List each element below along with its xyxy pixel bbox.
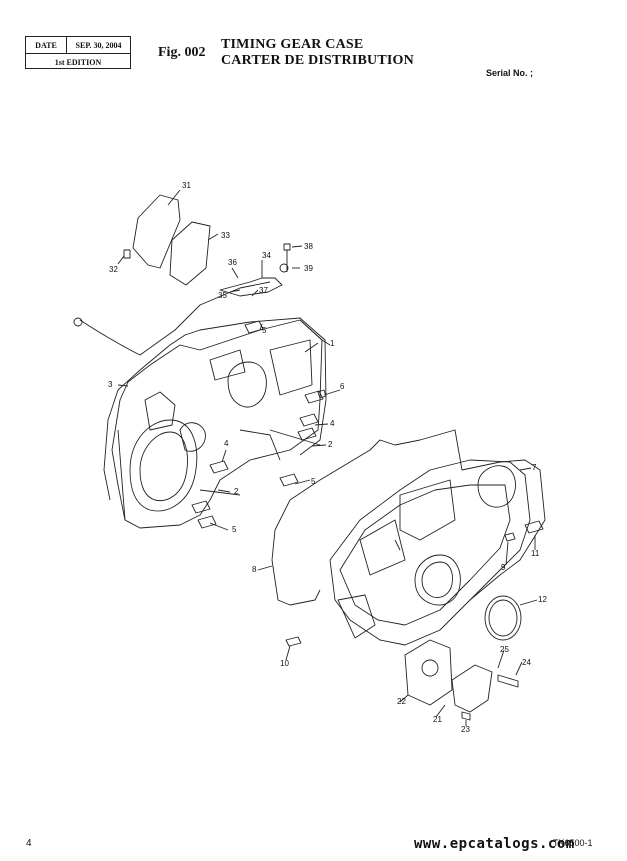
breather-pipe xyxy=(79,281,271,356)
callout-22: 22 xyxy=(397,697,406,706)
cover-plate-22 xyxy=(404,639,453,706)
callout-6: 6 xyxy=(340,382,345,391)
callout-2: 2 xyxy=(328,440,333,449)
rear-gear-case xyxy=(111,319,323,529)
gasket-33 xyxy=(169,221,211,286)
callout-23: 23 xyxy=(461,725,470,734)
page-title-english: TIMING GEAR CASE xyxy=(221,37,364,52)
callout-3: 3 xyxy=(108,380,113,389)
callout-39: 39 xyxy=(304,264,313,273)
date-row: DATE SEP. 30, 2004 xyxy=(26,37,130,54)
callout-25: 25 xyxy=(500,645,509,654)
cover-31 xyxy=(132,194,181,269)
part-callouts: 31 33 32 38 36 34 39 35 37 5 1 3 6 4 2 4… xyxy=(108,181,547,734)
callout-8: 8 xyxy=(252,565,257,574)
callout-1: 1 xyxy=(330,339,335,348)
figure-number: Fig. 002 xyxy=(158,45,206,60)
callout-11: 11 xyxy=(531,549,540,558)
front-gasket-8 xyxy=(271,429,546,606)
callout-33: 33 xyxy=(221,231,230,240)
page-title-french: CARTER DE DISTRIBUTION xyxy=(221,53,414,68)
document-code: TK6500-1 xyxy=(553,838,593,848)
callout-5b: 5 xyxy=(311,477,316,486)
callout-35: 35 xyxy=(218,291,227,300)
callout-32: 32 xyxy=(109,265,118,274)
date-edition-box: DATE SEP. 30, 2004 1st EDITION xyxy=(25,36,131,69)
callout-5c: 5 xyxy=(232,525,237,534)
page-number: 4 xyxy=(26,838,32,849)
callout-38: 38 xyxy=(304,242,313,251)
edition-label: 1st EDITION xyxy=(54,57,102,67)
gasket-3 xyxy=(103,317,327,501)
oil-seal-12 xyxy=(484,595,522,641)
callout-37: 37 xyxy=(259,286,268,295)
callout-4: 4 xyxy=(330,419,335,428)
date-label: DATE xyxy=(26,37,67,53)
front-gear-cover-7 xyxy=(329,459,531,646)
date-value: SEP. 30, 2004 xyxy=(75,40,122,50)
bracket-34 xyxy=(219,277,283,297)
callout-10: 10 xyxy=(280,659,289,668)
callout-24: 24 xyxy=(522,658,531,667)
callout-34: 34 xyxy=(262,251,271,260)
callout-2b: 2 xyxy=(234,487,239,496)
callout-12: 12 xyxy=(538,595,547,604)
callout-36: 36 xyxy=(228,258,237,267)
callout-21: 21 xyxy=(433,715,442,724)
callout-9: 9 xyxy=(501,563,506,572)
callout-31: 31 xyxy=(182,181,191,190)
callout-5: 5 xyxy=(262,326,267,335)
watermark: www.epcatalogs.com xyxy=(414,836,575,852)
cover-21 xyxy=(451,664,493,713)
callout-7: 7 xyxy=(532,463,537,472)
serial-number-label: Serial No. ; xyxy=(486,68,534,78)
callout-4b: 4 xyxy=(224,439,229,448)
